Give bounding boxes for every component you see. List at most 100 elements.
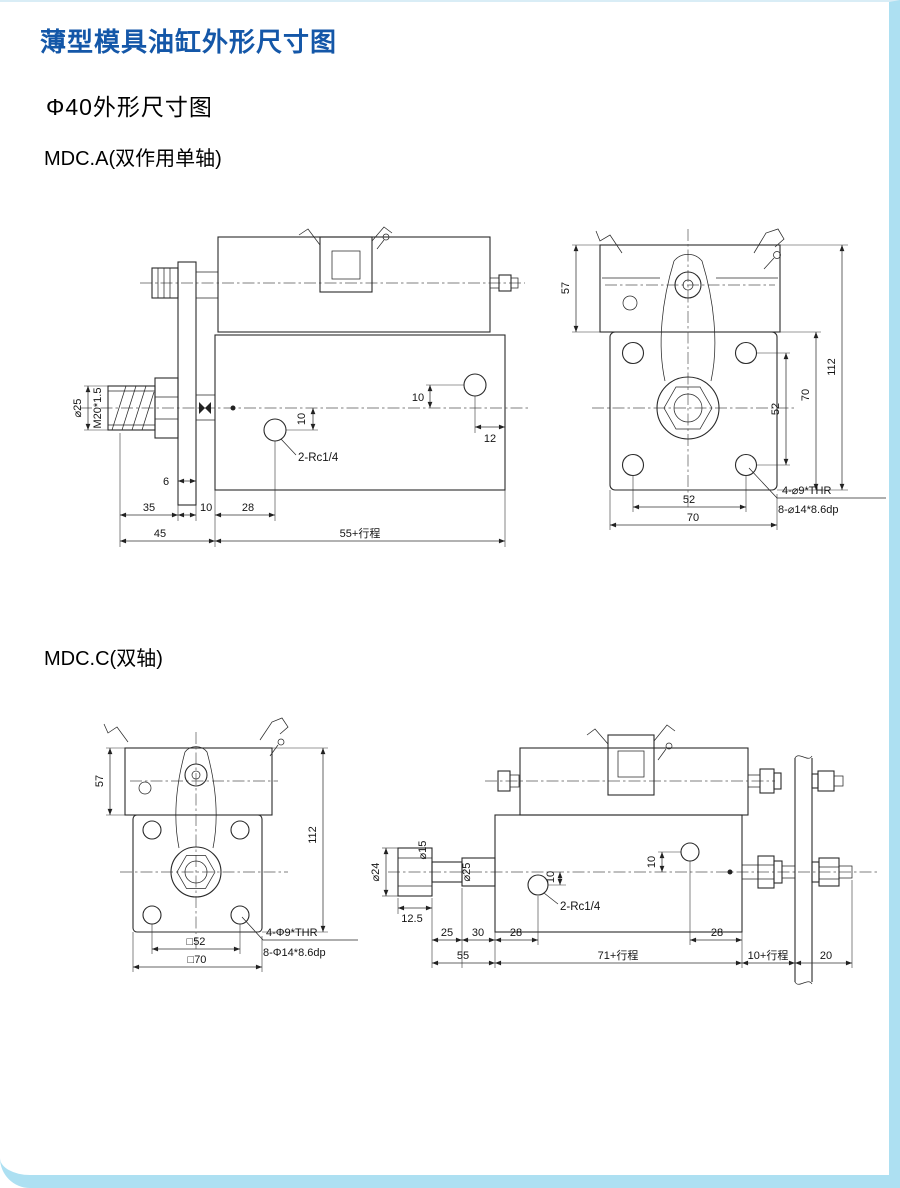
dim-dia25: ⌀25 [72,399,84,418]
mdca-flange-face [609,331,778,491]
dim-body-h: 70 [800,389,812,401]
mdcc-topview-body [519,747,749,816]
dim-dia25: ⌀25 [461,863,473,882]
mdca-bolt-hole [621,341,645,365]
dim-thread: M20*1.5 [92,388,104,429]
mdcc-hole-leader [241,916,358,941]
mdcc-bore [170,846,222,898]
page-title: 薄型模具油缸外形尺寸图 [40,27,338,57]
mdca-clamp [298,226,393,293]
mdca-clamp-boss [674,271,702,299]
page-subtitle: Φ40外形尺寸图 [46,94,213,120]
dim-port1-offset: 10 [545,871,557,883]
section-label-mdca: MDC.A(双作用单轴) [44,148,222,170]
mdca-front-view: 57 112 70 52 52 70 4-⌀9*THR 8-⌀14*8.6dp [560,228,886,530]
mdcc-port2 [680,842,700,862]
mdca-front-lever-left [595,230,623,254]
mdca-center-dot [230,405,236,411]
mdcc-drawing: 57 112 □52 □70 4-Φ9*THR 8-Φ14*8.6dp [94,717,878,985]
mdca-front-lever-right [753,228,785,254]
dim-edge-dist: 12 [484,433,496,445]
mdca-bolt-hole [621,453,645,477]
mdcc-cbore-note: 8-Φ14*8.6dp [263,947,326,959]
mdca-clamp-lever-left [298,228,321,246]
mdcc-topview-bolt [497,770,520,792]
mdcc-bolt-hole [142,820,162,840]
mdcc-front-view: 57 112 □52 □70 4-Φ9*THR 8-Φ14*8.6dp [94,717,358,972]
mdcc-mounting-plate [794,755,813,985]
dim-d28a: 28 [510,927,522,939]
mdca-bolt-hole [734,341,758,365]
dim-body-sq: □70 [188,954,207,966]
mdcc-bolt-hole [230,820,250,840]
dim-body-w: 70 [687,512,699,524]
mdcc-center-dot [727,869,733,875]
mdcc-body [494,814,743,933]
dim-rod-len: 35 [143,502,155,514]
mdca-clamp-outline [673,253,716,382]
mdca-bore [656,376,720,440]
dim-head-h: 57 [94,775,106,787]
section-label-mdcc: MDC.C(双轴) [44,648,163,670]
mdcc-clamp-lever-right [653,724,676,742]
mdca-side-view: 10 12 10 2-Rc1/4 ⌀25 M20*1.5 6 35 10 28 [72,226,530,547]
mdca-rod-hex [663,386,713,430]
mdcc-right-rod [741,855,796,889]
mdca-port2 [263,418,287,442]
mdcc-bolt-hole [142,905,162,925]
dim-bolt-b: 52 [683,494,695,506]
dim-total-h: 112 [307,826,319,844]
mdcc-port-label: 2-Rc1/4 [560,901,601,913]
mdca-head-section [599,244,781,333]
mdcc-thread-note: 4-Φ9*THR [266,927,318,939]
dim-head-h: 57 [560,282,572,294]
mdcc-clamp-outline [184,746,217,849]
dim-port2-offset: 10 [646,856,658,868]
mdca-hole-leader [748,467,886,499]
mdca-rod-nut [154,377,179,439]
mdca-body [214,334,506,491]
mdca-port1 [463,373,487,397]
mdcc-left-rod [397,847,496,897]
mdca-flange-plate [177,261,197,506]
dim-bolt-sq: □52 [187,936,206,948]
mdcc-rod-hex [176,855,216,889]
mdcc-front-lever-left [103,723,129,743]
mdcc-right-rod-end [811,857,853,887]
mdca-topview-bolt [489,274,519,292]
mdca-topview-spacer [195,271,219,299]
dim-d125: 12.5 [401,913,422,925]
mdca-thread-note: 4-⌀9*THR [782,485,831,497]
mdca-drawing: 10 12 10 2-Rc1/4 ⌀25 M20*1.5 6 35 10 28 [72,226,886,547]
mdcc-clamp-lever-left [586,728,609,745]
dim-flange-t: 10 [200,502,212,514]
dim-total-h: 112 [826,358,838,376]
dim-front-len: 45 [154,528,166,540]
mdca-port-label: 2-Rc1/4 [298,452,339,464]
mdca-cbore-note: 8-⌀14*8.6dp [778,504,838,516]
mdcc-tie-rod-nut [138,781,152,795]
mdca-tie-rod-nut [622,295,638,311]
dim-body-len: 55+行程 [340,527,381,540]
mdcc-head-section [124,747,273,816]
mdcc-side-view: ⌀24 ⌀15 ⌀25 12.5 10 2-Rc1/4 10 [370,724,878,985]
dim-dia15: ⌀15 [417,841,429,860]
mdcc-clamp [586,724,676,796]
dim-d71: 71+行程 [598,949,639,962]
dim-d30: 30 [472,927,484,939]
mdcc-front-lever-right [259,717,289,741]
dim-d25: 25 [441,927,453,939]
mdcc-clamp-boss [184,763,208,787]
dim-dia24: ⌀24 [370,863,382,882]
dim-port-x: 28 [242,502,254,514]
dim-d10s: 10+行程 [748,949,789,962]
dim-d55: 55 [457,950,469,962]
dim-gap: 6 [163,476,169,488]
mdcc-flange-face [132,814,263,933]
dim-port2-offset: 10 [296,413,308,425]
mdca-spacer [195,394,216,421]
mdcc-topview-rod-end [747,768,844,794]
mdca-pivot-mark [199,402,211,414]
dim-d28b: 28 [711,927,723,939]
